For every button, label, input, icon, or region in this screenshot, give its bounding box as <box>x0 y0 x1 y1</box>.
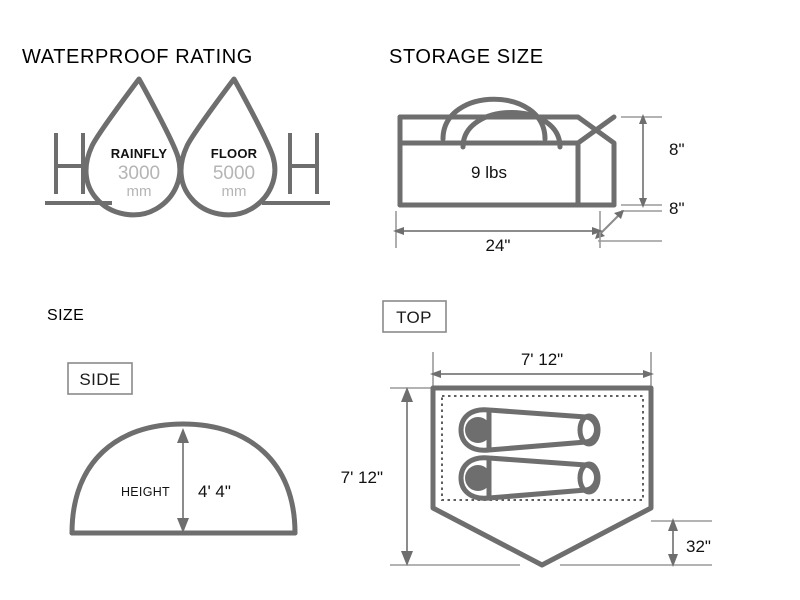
droplet-rainfly-value: 3000 <box>118 163 160 184</box>
top-vestibule-value: 32" <box>686 537 711 556</box>
sleeping-bag-2-foot-opening <box>577 461 601 495</box>
tent-side-dome-outline <box>69 421 298 536</box>
droplet-rainfly: RAINFLY 3000 mm <box>83 76 183 218</box>
droplet-floor-value: 5000 <box>213 163 255 184</box>
storage-depth-value: 8" <box>669 199 685 218</box>
side-view-label-text: SIDE <box>79 370 120 389</box>
storage-box-3d: 9 lbs <box>397 114 617 208</box>
top-view-label: TOP <box>382 300 447 333</box>
top-view-label-text: TOP <box>396 308 432 327</box>
sleeping-bag-2-head <box>465 465 491 491</box>
panel-storage-size: STORAGE SIZE 9 lbs <box>389 46 685 255</box>
water-column-h-mark-left-icon <box>45 133 112 205</box>
droplet-rainfly-unit: mm <box>127 183 152 200</box>
sleeping-bag-2-icon <box>458 455 601 501</box>
size-panel-title: SIZE <box>47 307 84 324</box>
top-width-value: 7' 12" <box>521 350 563 369</box>
top-vestibule-dimension: 32" <box>560 518 712 567</box>
side-view-label: SIDE <box>67 362 133 395</box>
storage-width-value: 24" <box>486 236 511 255</box>
storage-height-value: 8" <box>669 140 685 159</box>
waterproof-panel-title: WATERPROOF RATING <box>22 46 253 68</box>
side-height-value: 4' 4" <box>198 482 231 501</box>
top-depth-value: 7' 12" <box>341 468 383 487</box>
droplet-floor: FLOOR 5000 mm <box>178 76 278 218</box>
storage-height-dimension: 8" <box>621 114 685 208</box>
water-column-h-mark-right-icon <box>262 133 330 205</box>
storage-bag-handles-icon <box>440 96 563 150</box>
tent-top-footprint-outline <box>430 385 654 568</box>
droplet-floor-unit: mm <box>222 183 247 200</box>
side-height-label: HEIGHT <box>121 485 170 499</box>
sleeping-bag-1-head <box>465 417 491 443</box>
panel-top-view: TOP 7' 12" 7' 12" <box>341 300 712 568</box>
sleeping-bag-1-icon <box>458 407 601 453</box>
storage-depth-dimension: 8" <box>595 199 685 242</box>
storage-weight-label: 9 lbs <box>471 163 507 182</box>
panel-waterproof-rating: WATERPROOF RATING RAINFLY 3000 mm <box>22 46 330 218</box>
storage-width-dimension: 24" <box>393 211 603 255</box>
inner-tent-floor-outline <box>441 395 644 501</box>
storage-panel-title: STORAGE SIZE <box>389 46 544 68</box>
droplet-floor-name: FLOOR <box>211 146 258 161</box>
sleeping-bag-1-foot-opening <box>577 413 601 447</box>
panel-size-side: SIZE SIDE HEIGHT 4' 4" <box>47 307 298 536</box>
droplet-rainfly-name: RAINFLY <box>111 146 168 161</box>
side-height-dimension: HEIGHT 4' 4" <box>121 428 231 533</box>
top-width-dimension: 7' 12" <box>430 350 654 392</box>
